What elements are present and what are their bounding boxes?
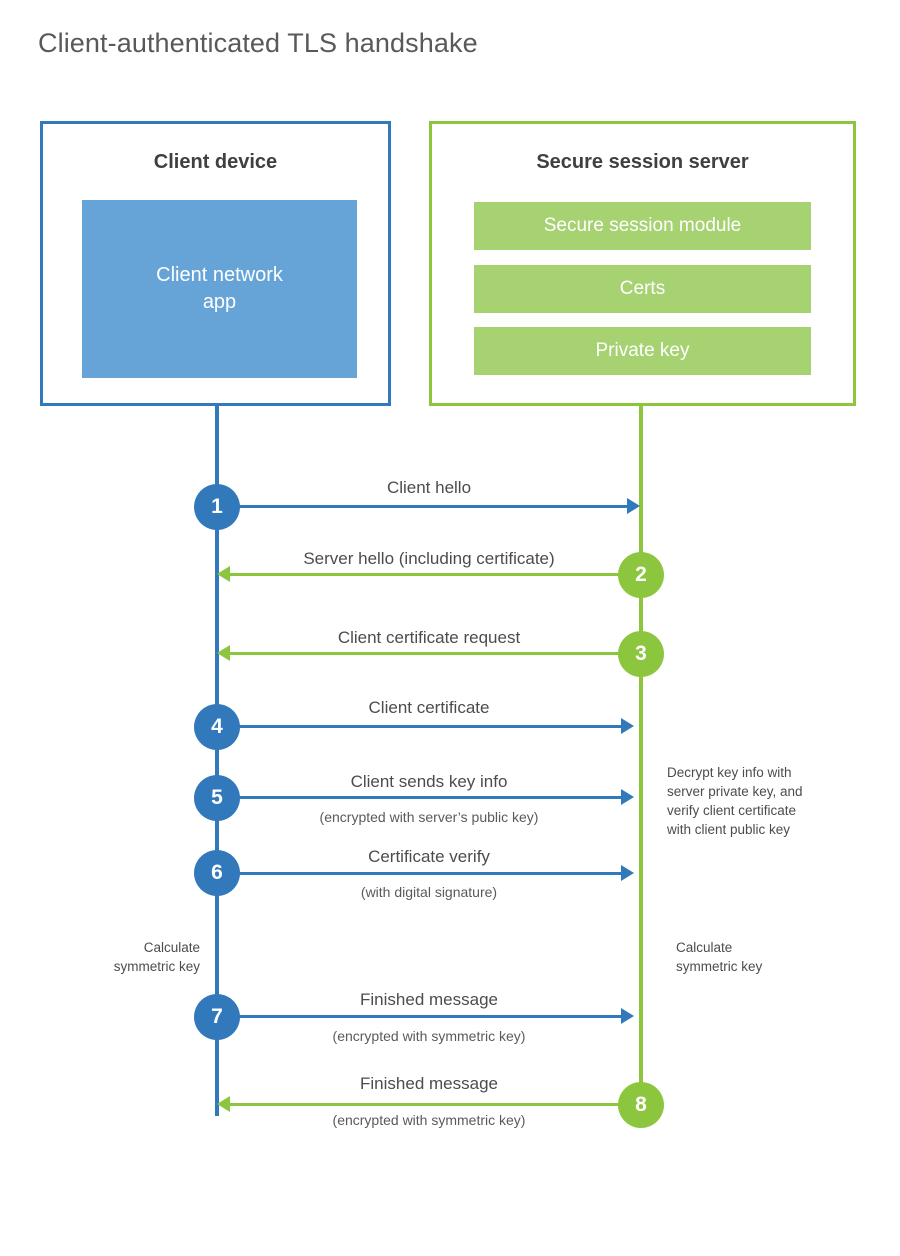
step-7-arrow-line [217,1015,621,1018]
step-3-arrow-line [228,652,641,655]
client-lifeline [215,404,219,1116]
step-1-label: Client hello [386,478,472,497]
server-bar-label: Certs [619,278,666,299]
server-bar-secure-session-module: Secure session module [474,202,811,250]
step-6-label: Certificate verify [368,847,490,866]
step-8-sublabel: (encrypted with symmetric key) [332,1112,526,1128]
step-8-marker: 8 [618,1082,664,1128]
step-number: 4 [211,715,223,738]
server-bar-certs: Certs [474,265,811,313]
client-device-title: Client device [153,151,278,173]
step-5-arrow-line [217,796,621,799]
step-8-arrow-line [228,1103,641,1106]
step-4-arrow-line [217,725,621,728]
step-6-arrow-head-icon [621,865,634,881]
page-title: Client-authenticated TLS handshake [38,28,478,58]
step-2-arrow-head-icon [217,566,230,582]
client-network-app-label: Client network app [156,264,283,313]
step-7-marker: 7 [194,994,240,1040]
step-3-label: Client certificate request [337,628,521,647]
step-3-marker: 3 [618,631,664,677]
server-bar-private-key: Private key [474,327,811,375]
step-3-arrow-head-icon [217,645,230,661]
step-number: 8 [635,1093,647,1116]
step-7-sublabel: (encrypted with symmetric key) [332,1028,526,1044]
step-1-arrow-head-icon [627,498,640,514]
secure-session-server-title: Secure session server [536,151,749,173]
step-4-marker: 4 [194,704,240,750]
step-5-label: Client sends key info [350,772,508,791]
server-bar-label: Private key [595,340,690,361]
secure-session-server-panel: Secure session server Secure session mod… [429,121,856,406]
step-number: 1 [211,495,223,518]
step-2-arrow-line [228,573,641,576]
step-6-arrow-line [217,872,621,875]
step-number: 5 [211,786,223,809]
step-number: 7 [211,1005,223,1028]
step-6-sublabel: (with digital signature) [360,884,498,900]
step-1-marker: 1 [194,484,240,530]
server-calculate-symmetric-key-note: Calculate symmetric key [676,940,763,975]
server-lifeline [639,404,643,1106]
server-bar-label: Secure session module [543,215,742,236]
step-2-marker: 2 [618,552,664,598]
step-4-label: Client certificate [368,698,490,717]
step-7-label: Finished message [360,990,498,1009]
client-network-app-box: Client network app [82,200,357,378]
step-5-marker: 5 [194,775,240,821]
step-number: 2 [635,563,647,586]
step-6-marker: 6 [194,850,240,896]
step-5-sublabel: (encrypted with server’s public key) [319,809,539,825]
step-7-arrow-head-icon [621,1008,634,1024]
step-8-label: Finished message [360,1074,498,1093]
step-8-arrow-head-icon [217,1096,230,1112]
client-calculate-symmetric-key-note: Calculate symmetric key [113,940,200,975]
server-decrypt-note: Decrypt key info with server private key… [667,765,803,838]
step-5-arrow-head-icon [621,789,634,805]
step-2-label: Server hello (including certificate) [303,549,555,568]
step-1-arrow-line [217,505,630,508]
step-number: 6 [211,861,223,884]
client-device-panel: Client device Client network app [40,121,391,406]
step-4-arrow-head-icon [621,718,634,734]
step-number: 3 [635,642,647,665]
